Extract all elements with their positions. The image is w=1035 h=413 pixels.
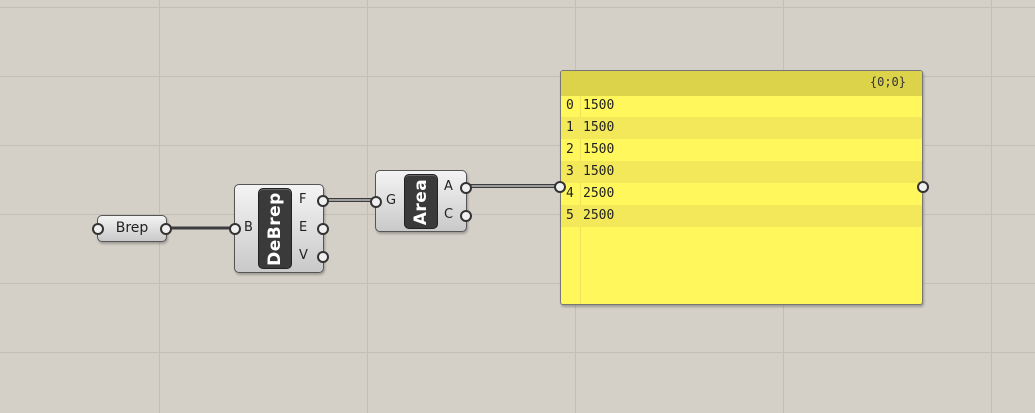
debrep-output-e: E (299, 220, 308, 235)
panel-index-strip (561, 96, 581, 304)
panel-row: 3 1500 (561, 161, 922, 183)
row-index: 5 (566, 208, 574, 223)
row-value: 1500 (583, 164, 615, 179)
panel-row: 1 1500 (561, 117, 922, 139)
debrep-output-grip-f[interactable] (317, 195, 329, 207)
area-output-c: C (444, 207, 454, 222)
row-value: 2500 (583, 186, 615, 201)
row-value: 1500 (583, 120, 615, 135)
debrep-output-grip-v[interactable] (317, 251, 329, 263)
row-value: 2500 (583, 208, 615, 223)
panel-input-grip[interactable] (554, 181, 566, 193)
row-index: 1 (566, 120, 574, 135)
debrep-input-grip-b[interactable] (229, 223, 241, 235)
area-input-grip-g[interactable] (370, 196, 382, 208)
row-value: 1500 (583, 142, 615, 157)
row-index: 3 (566, 164, 574, 179)
panel-output-grip[interactable] (917, 181, 929, 193)
area-output-a: A (444, 179, 453, 194)
brep-input-grip[interactable] (92, 223, 104, 235)
row-index: 4 (566, 186, 574, 201)
area-input-g: G (386, 193, 397, 208)
panel-header: {0;0} (561, 71, 922, 96)
area-output-grip-a[interactable] (460, 182, 472, 194)
panel-row: 5 2500 (561, 205, 922, 227)
area-output-grip-c[interactable] (460, 210, 472, 222)
debrep-output-grip-e[interactable] (317, 223, 329, 235)
panel[interactable]: {0;0} 0 1500 1 1500 2 1500 3 1500 4 2500… (560, 70, 923, 305)
brep-output-grip[interactable] (160, 223, 172, 235)
panel-row: 0 1500 (561, 95, 922, 117)
debrep-component[interactable]: B DeBrep F E V (229, 184, 329, 273)
debrep-output-v: V (299, 248, 308, 263)
area-nickname: Area (404, 174, 438, 229)
area-component[interactable]: G Area A C (370, 170, 472, 232)
row-index: 0 (566, 98, 574, 113)
panel-row: 4 2500 (561, 183, 922, 205)
row-value: 1500 (583, 98, 615, 113)
debrep-nickname: DeBrep (258, 188, 292, 269)
debrep-output-f: F (299, 192, 307, 207)
debrep-input-b: B (244, 220, 253, 235)
panel-path-label: {0;0} (869, 75, 906, 89)
row-index: 2 (566, 142, 574, 157)
brep-label: Brep (115, 220, 149, 236)
brep-parameter[interactable]: Brep (92, 215, 172, 242)
panel-row: 2 1500 (561, 139, 922, 161)
